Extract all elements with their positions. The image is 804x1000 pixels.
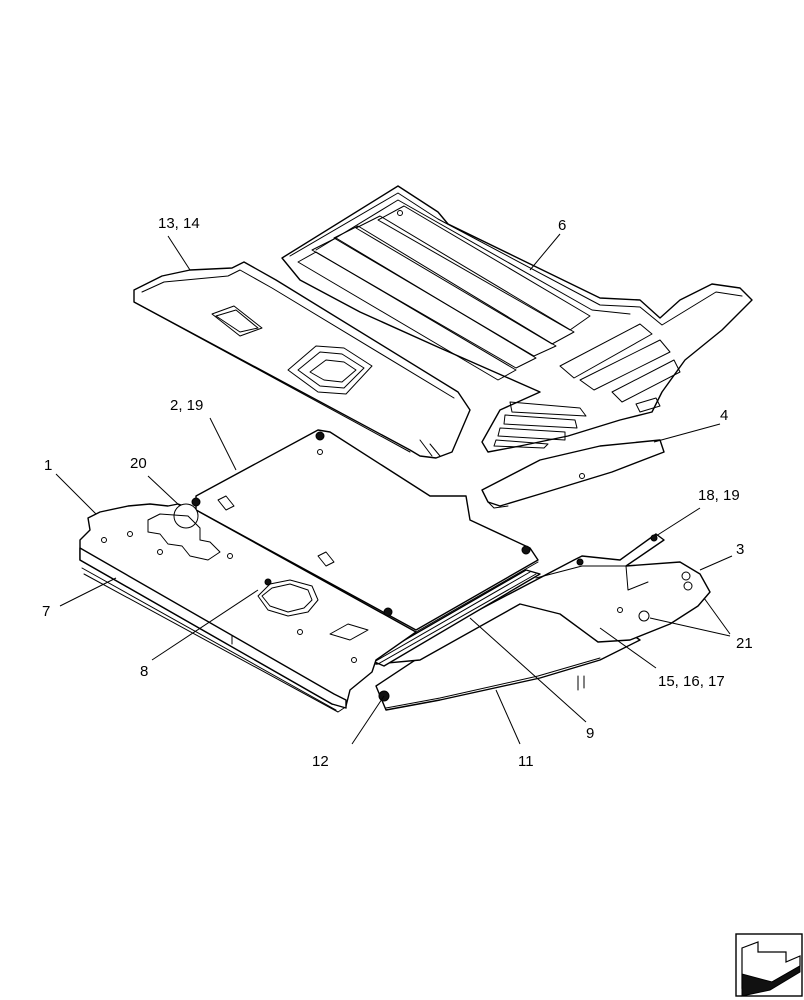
bracket-plate-part-3[interactable] [375,533,711,665]
channel-rail-part-11[interactable] [369,569,541,667]
floor-panel-part-7[interactable] [133,261,471,459]
callout-8: 7 [42,603,50,620]
callout-1: 1 [44,457,52,474]
callout-18-19: 18, 19 [698,487,740,504]
floor-mat-part-6[interactable] [281,185,753,453]
callout-3: 3 [736,541,744,558]
callout-15-16-17: 12 [312,753,329,770]
callout-labels: 13, 14 6 2, 19 4 1 20 18, 19 3 7 21 8 15… [42,215,753,770]
callout-7: 13, 14 [158,215,200,232]
callout-4: 4 [720,407,728,424]
callout-21: 21 [736,635,753,652]
next-page-arrow-icon[interactable] [735,933,803,997]
callout-13-14: 15, 16, 17 [658,673,725,690]
callout-20: 20 [130,455,147,472]
callout-6: 6 [558,217,566,234]
leader-lines [55,233,733,745]
callout-11: 9 [586,725,594,742]
callout-9: 8 [140,663,148,680]
trim-panel-part-4[interactable] [481,439,665,509]
callout-2-19: 2, 19 [170,397,203,414]
callout-12: 11 [518,753,534,770]
